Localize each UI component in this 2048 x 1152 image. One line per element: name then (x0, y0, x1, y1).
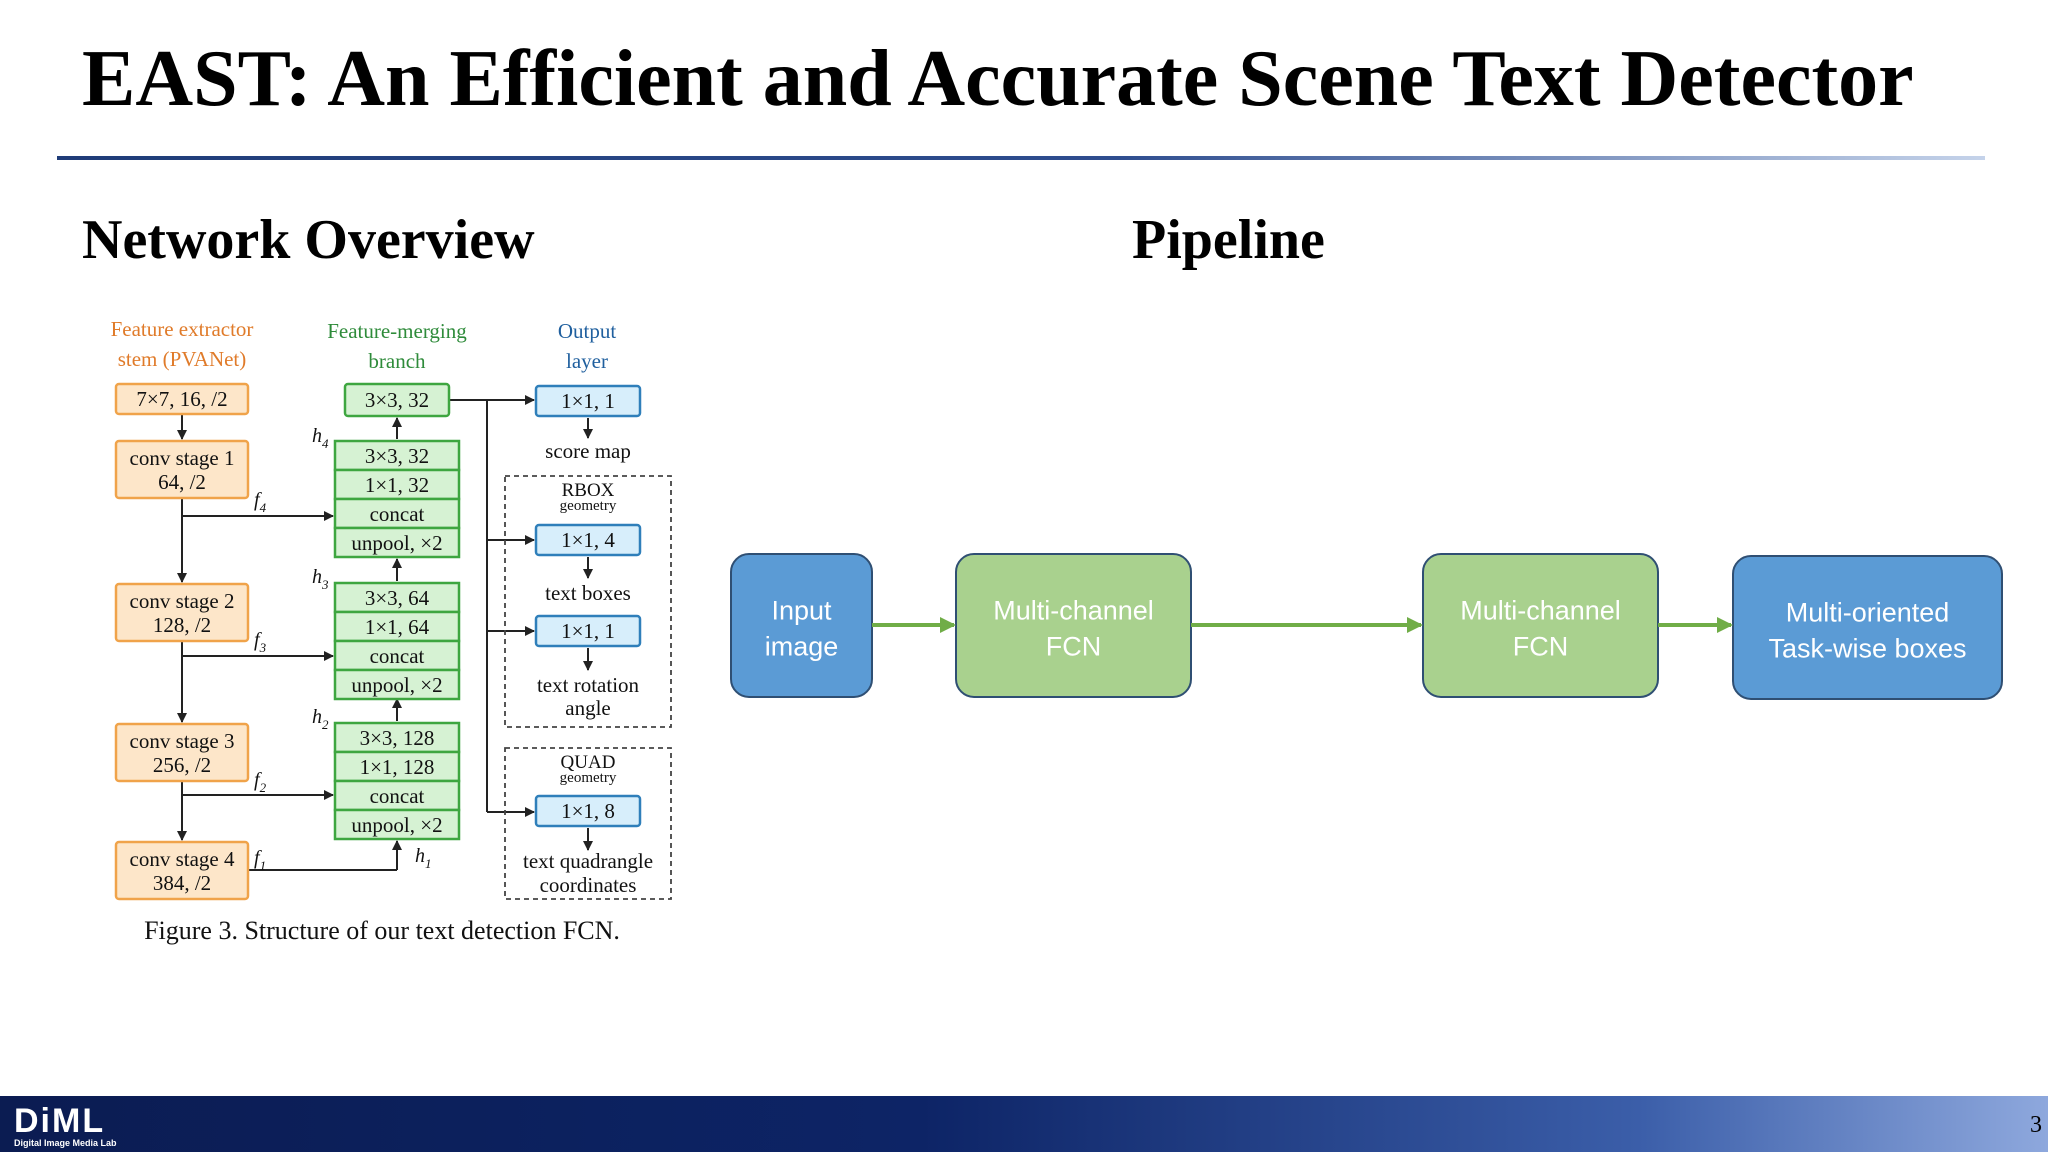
output-label-1: score map (545, 439, 631, 463)
output-block-3 (534, 614, 642, 648)
title-divider (57, 156, 1985, 160)
feature-label-f3: f3 (254, 629, 267, 655)
merge-group-3-row-4-label: unpool, ×2 (351, 813, 442, 837)
merge-header-line2: branch (368, 349, 426, 373)
quad-label: QUAD (561, 752, 616, 773)
output-label-3: text rotation (537, 673, 640, 697)
stem-block-4-line1: conv stage 3 (130, 729, 235, 753)
quad-group-frame (504, 747, 672, 900)
output-block-1-label: 1×1, 1 (561, 389, 615, 413)
stem-block-3-line1: conv stage 2 (130, 589, 235, 613)
merge-label-h3: h3 (312, 566, 329, 592)
stem-header-line2: stem (PVANet) (118, 347, 247, 371)
merge-group-1-row-1-label: 3×3, 32 (365, 444, 429, 468)
rbox-sublabel: geometry (560, 498, 617, 514)
stem-block-2-line1: conv stage 1 (130, 446, 235, 470)
pipeline-node-2 (955, 553, 1192, 698)
merge-top-block (343, 382, 451, 418)
quad-sublabel: geometry (560, 770, 617, 786)
output-block-3-label: 1×1, 1 (561, 619, 615, 643)
merge-group-1-row-3-label: concat (370, 502, 425, 526)
lab-logo: DiML Digital Image Media Lab (14, 1104, 117, 1148)
merge-group-3-row-2-label: 1×1, 128 (360, 755, 435, 779)
merge-group-2-row-2 (333, 610, 461, 643)
merge-group-2-row-4 (333, 668, 461, 701)
rbox-group-frame (504, 475, 672, 728)
pipeline-node-1-line1: Input (771, 596, 832, 626)
stem-block-4 (114, 722, 250, 783)
merge-group-1-row-1 (333, 439, 461, 472)
merge-header-line1: Feature-merging (327, 319, 467, 343)
merge-group-2-row-3-label: concat (370, 644, 425, 668)
merge-group-3-row-3 (333, 779, 461, 812)
merge-group-3-row-1 (333, 721, 461, 754)
stem-header-line1: Feature extractor (111, 317, 254, 341)
merge-group-3-row-4 (333, 808, 461, 841)
merge-group-1-row-2 (333, 468, 461, 501)
merge-group-2-row-3 (333, 639, 461, 672)
merge-group-2-row-2-label: 1×1, 64 (365, 615, 430, 639)
merge-group-3-row-3-label: concat (370, 784, 425, 808)
output-label-6: coordinates (540, 873, 637, 897)
stem-block-3-line2: 128, /2 (153, 613, 211, 637)
feature-label-f4: f4 (254, 489, 267, 515)
slide-title: EAST: An Efficient and Accurate Scene Te… (82, 35, 1914, 123)
output-block-4-label: 1×1, 8 (561, 799, 615, 823)
output-header-line1: Output (558, 319, 617, 343)
output-label-4: angle (565, 696, 610, 720)
pipeline-node-1 (730, 553, 873, 698)
pipeline-node-3-line1: Multi-channel (1460, 596, 1621, 626)
logo-wordmark: DiML (14, 1102, 106, 1140)
output-label-5: text quadrangle (523, 849, 653, 873)
network-overview-heading: Network Overview (82, 209, 535, 271)
merge-label-h2: h2 (312, 706, 329, 732)
output-block-2-label: 1×1, 4 (561, 528, 615, 552)
output-header-line2: layer (566, 349, 608, 373)
pipeline-node-4-line2: Task-wise boxes (1768, 634, 1966, 664)
merge-group-3-row-1-label: 3×3, 128 (360, 726, 435, 750)
merge-group-3-row-2 (333, 750, 461, 783)
stem-block-4-line2: 256, /2 (153, 753, 211, 777)
stem-block-1-label: 7×7, 16, /2 (136, 387, 227, 411)
rbox-label: RBOX (562, 480, 615, 501)
stem-block-3 (114, 582, 250, 643)
merge-label-h4: h4 (312, 425, 329, 451)
merge-label-h1: h1 (415, 845, 432, 871)
logo-subtitle: Digital Image Media Lab (14, 1138, 117, 1148)
stem-block-5-line2: 384, /2 (153, 871, 211, 895)
pipeline-heading: Pipeline (1132, 209, 1325, 271)
pipeline-node-1-line2: image (765, 632, 839, 662)
merge-top-label: 3×3, 32 (365, 388, 429, 412)
output-block-1 (534, 384, 642, 418)
stem-block-2-line2: 64, /2 (158, 470, 206, 494)
merge-group-1-row-2-label: 1×1, 32 (365, 473, 429, 497)
stem-block-5-line1: conv stage 4 (130, 847, 235, 871)
figure-caption: Figure 3. Structure of our text detectio… (144, 916, 620, 945)
stem-block-5 (114, 840, 250, 901)
diagram-canvas: Feature extractor stem (PVANet) Feature-me… (111, 317, 2003, 945)
pipeline-node-2-line2: FCN (1046, 632, 1102, 662)
pipeline-node-3 (1422, 553, 1659, 698)
output-label-2: text boxes (545, 581, 631, 605)
merge-group-2-row-1-label: 3×3, 64 (365, 586, 430, 610)
merge-group-2-row-1 (333, 581, 461, 614)
output-block-2 (534, 523, 642, 557)
footer-bar: DiML Digital Image Media Lab 3 (0, 1096, 2048, 1152)
merge-group-1-row-4-label: unpool, ×2 (351, 531, 442, 555)
pipeline-node-4-line1: Multi-oriented (1786, 598, 1950, 628)
page-number: 3 (2030, 1112, 2042, 1138)
pipeline-node-4 (1732, 555, 2003, 700)
feature-label-f2: f2 (254, 769, 267, 795)
merge-group-1-row-4 (333, 526, 461, 559)
pipeline-node-3-line2: FCN (1513, 632, 1569, 662)
stem-block-2 (114, 439, 250, 500)
pipeline-node-2-line1: Multi-channel (993, 596, 1154, 626)
stem-block-1 (114, 382, 250, 416)
merge-group-2-row-4-label: unpool, ×2 (351, 673, 442, 697)
output-block-4 (534, 794, 642, 828)
